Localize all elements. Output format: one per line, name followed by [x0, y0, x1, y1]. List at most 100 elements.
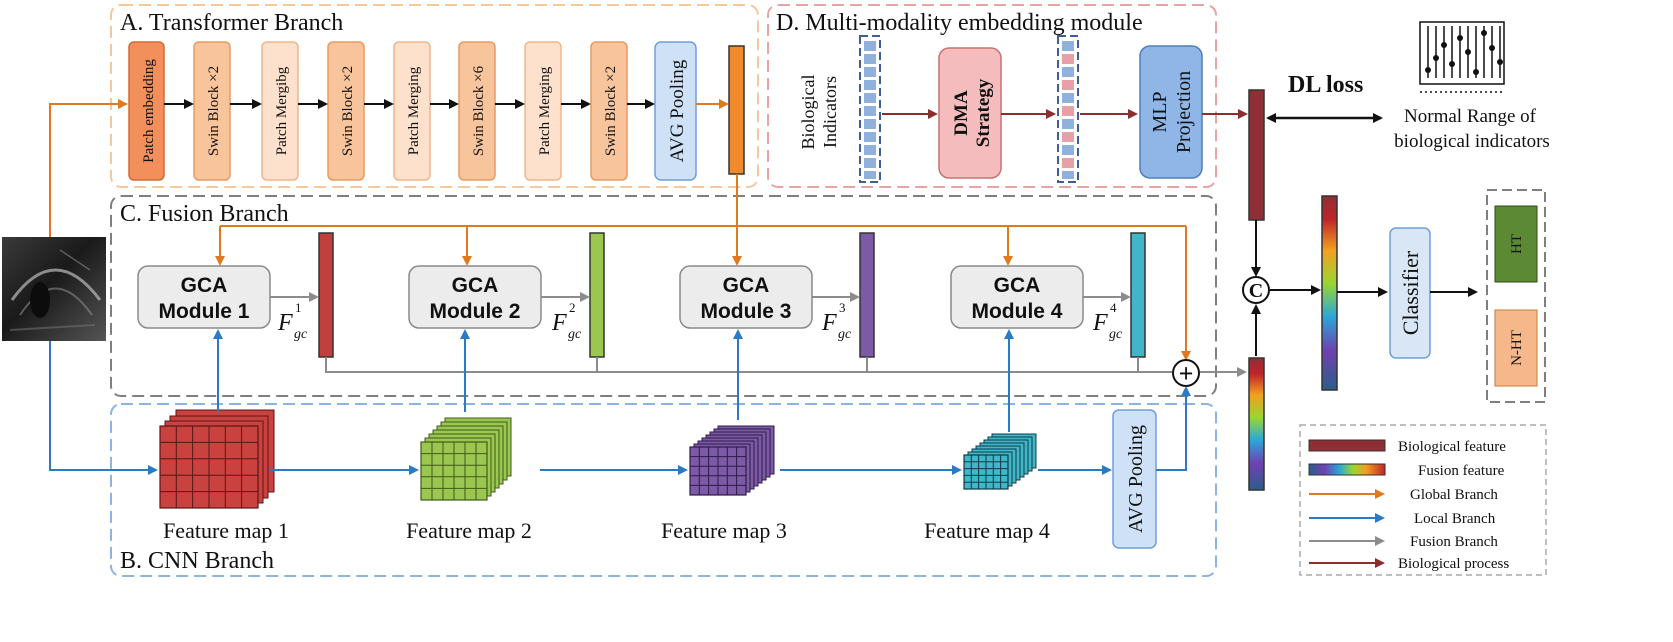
fused-cnn-transformer-bar — [1248, 357, 1265, 491]
feature-map-3 — [689, 425, 775, 496]
svg-text:Module 4: Module 4 — [971, 300, 1062, 323]
dma-strategy-block: DMA Strategy — [938, 47, 1002, 179]
svg-text:Local Branch: Local Branch — [1414, 511, 1496, 527]
cnn-avg-pooling-block: AVG Pooling — [1112, 409, 1157, 549]
svg-text:GCA: GCA — [994, 274, 1041, 297]
concat-node: C — [1242, 220, 1270, 356]
svg-text:AVG Pooling: AVG Pooling — [1125, 425, 1147, 533]
svg-text:gc: gc — [294, 327, 308, 342]
svg-text:Fusion feature: Fusion feature — [1418, 463, 1505, 479]
swin-block-2: Swin Block ×2 — [327, 41, 365, 181]
swin-block-3: Swin Block ×6 — [458, 41, 496, 181]
normal-range-label-line2: biological indicators — [1394, 131, 1550, 152]
transformer-branch-box — [110, 4, 759, 188]
svg-text:MLP: MLP — [1149, 91, 1171, 132]
fusion-branch-title: C. Fusion Branch — [120, 201, 289, 227]
gca-module-3: GCA Module 3 — [679, 265, 813, 329]
svg-text:4: 4 — [1110, 300, 1117, 315]
gca-module-4: GCA Module 4 — [950, 265, 1084, 329]
svg-text:Module 1: Module 1 — [158, 300, 249, 323]
fgc-label-4: F 4 gc — [1092, 300, 1123, 342]
legend-item-fusion-feature: Fusion feature — [1308, 463, 1505, 479]
svg-text:Swin Block ×6: Swin Block ×6 — [471, 65, 487, 156]
output-nht: N-HT — [1494, 309, 1538, 387]
svg-text:GCA: GCA — [452, 274, 499, 297]
feature-map-1-label: Feature map 1 — [163, 518, 289, 543]
svg-text:Biological feature: Biological feature — [1398, 439, 1506, 455]
patch-merging-block-2: Patch Merging — [393, 41, 431, 181]
feature-map-2 — [420, 417, 512, 501]
fgc-label-1: F 1 gc — [277, 300, 308, 342]
svg-text:Patch embedding: Patch embedding — [141, 59, 157, 163]
gca-output-feature-1 — [318, 232, 334, 358]
output-ht: HT — [1494, 205, 1538, 283]
svg-text:Projection: Projection — [1173, 71, 1195, 153]
svg-text:F: F — [1092, 310, 1108, 336]
legend-item-local-branch: Local Branch — [1309, 511, 1496, 527]
local-branch-lines — [49, 329, 1191, 475]
svg-text:Indicators: Indicators — [820, 76, 840, 148]
svg-text:Fusion Branch: Fusion Branch — [1410, 534, 1498, 550]
patch-merging-block-1: Patch Mergibg — [261, 41, 299, 181]
biological-feature-bar — [1248, 89, 1265, 221]
svg-text:AVG Pooling: AVG Pooling — [667, 59, 688, 162]
svg-text:3: 3 — [839, 300, 846, 315]
svg-text:Strategy: Strategy — [973, 78, 994, 147]
fusion-feature-bar — [1321, 195, 1338, 391]
swin-block-4: Swin Block ×2 — [590, 41, 628, 181]
svg-text:Patch Merging: Patch Merging — [537, 66, 553, 155]
multimodal-module-box — [767, 4, 1217, 188]
svg-text:Biological: Biological — [798, 75, 818, 150]
gca-output-feature-3 — [859, 232, 875, 358]
swin-block-1: Swin Block ×2 — [193, 41, 231, 181]
svg-text:N-HT: N-HT — [1509, 330, 1525, 366]
svg-text:Patch Mergibg: Patch Mergibg — [274, 66, 290, 155]
patch-merging-block-3: Patch Merging — [524, 41, 562, 181]
transformer-branch-title: A. Transformer Branch — [120, 10, 343, 36]
svg-text:F: F — [551, 310, 567, 336]
fgc-label-3: F 3 gc — [821, 300, 852, 342]
cnn-branch-box — [110, 403, 1217, 577]
gca-module-1: GCA Module 1 — [137, 265, 271, 329]
svg-text:F: F — [277, 310, 293, 336]
svg-text:gc: gc — [838, 327, 852, 342]
feature-map-1 — [159, 409, 275, 509]
patch-embedding-block: Patch embedding — [128, 41, 165, 181]
svg-text:Patch Merging: Patch Merging — [406, 66, 422, 155]
legend-item-fusion-branch: Fusion Branch — [1309, 534, 1498, 550]
svg-text:C: C — [1249, 280, 1263, 302]
feature-map-2-label: Feature map 2 — [406, 518, 532, 543]
dl-loss-label: DL loss — [1288, 72, 1363, 98]
svg-text:GCA: GCA — [723, 274, 770, 297]
svg-text:Biological process: Biological process — [1398, 556, 1509, 572]
fusion-branch-box — [110, 195, 1217, 397]
svg-text:+: + — [1179, 359, 1194, 388]
sum-node: + — [1172, 359, 1200, 388]
svg-text:Swin Block ×2: Swin Block ×2 — [603, 66, 619, 156]
gca-output-feature-4 — [1130, 232, 1146, 358]
feature-map-3-label: Feature map 3 — [661, 518, 787, 543]
svg-text:F: F — [821, 310, 837, 336]
svg-text:Module 2: Module 2 — [429, 300, 520, 323]
legend-item-biological-process: Biological process — [1309, 556, 1509, 572]
legend-item-biological-feature: Biological feature — [1308, 439, 1506, 455]
legend-box — [1299, 424, 1547, 576]
svg-text:Classifier: Classifier — [1398, 250, 1423, 335]
fusion-branch-lines — [325, 357, 1247, 377]
svg-text:1: 1 — [295, 300, 302, 315]
svg-text:Swin Block ×2: Swin Block ×2 — [206, 66, 222, 156]
svg-text:DMA: DMA — [951, 90, 972, 136]
transformer-avg-pooling-block: AVG Pooling — [654, 41, 697, 181]
gca-module-2: GCA Module 2 — [408, 265, 542, 329]
feature-map-4 — [963, 433, 1037, 490]
normal-range-icon — [1419, 21, 1505, 93]
svg-text:HT: HT — [1509, 234, 1525, 254]
svg-text:Swin Block ×2: Swin Block ×2 — [340, 66, 356, 156]
embedded-indicators-vector — [1057, 35, 1079, 183]
svg-text:gc: gc — [1109, 327, 1123, 342]
biological-indicators-vector — [859, 35, 881, 183]
global-branch-lines — [49, 99, 1191, 361]
svg-text:Global Branch: Global Branch — [1410, 487, 1498, 503]
fgc-label-2: F 2 gc — [551, 300, 582, 342]
